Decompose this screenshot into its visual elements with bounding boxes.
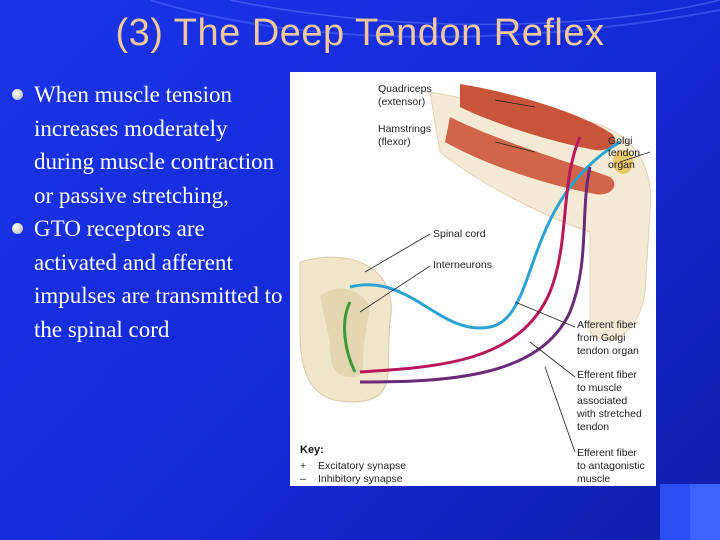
key-excitatory-symbol: + bbox=[300, 460, 306, 472]
svg-text:(flexor): (flexor) bbox=[378, 136, 411, 148]
pointer-lines bbox=[359, 99, 651, 453]
bullet-item: GTO receptors are activated and afferent… bbox=[12, 212, 287, 346]
svg-text:Quadriceps: Quadriceps bbox=[378, 83, 432, 95]
bullet-list: When muscle tension increases moderately… bbox=[12, 78, 287, 346]
bullet-icon bbox=[12, 89, 23, 100]
svg-text:with stretched: with stretched bbox=[576, 408, 642, 420]
svg-text:associated: associated bbox=[577, 395, 627, 407]
bullet-item: When muscle tension increases moderately… bbox=[12, 78, 287, 212]
key-title: Key: bbox=[300, 444, 324, 456]
svg-text:to muscle: to muscle bbox=[577, 382, 622, 394]
svg-text:Efferent fiber: Efferent fiber bbox=[577, 447, 637, 459]
label-afferent: Afferent fiber bbox=[577, 319, 637, 331]
svg-text:+: + bbox=[300, 460, 306, 472]
efferent-fiber-associated bbox=[359, 136, 582, 374]
svg-text:to antagonistic: to antagonistic bbox=[577, 460, 645, 472]
label-efferent-antagonistic: Efferent fiber bbox=[577, 447, 637, 459]
label-quadriceps: Quadriceps bbox=[378, 83, 432, 95]
svg-text:from Golgi: from Golgi bbox=[577, 332, 625, 344]
svg-text:Efferent fiber: Efferent fiber bbox=[577, 369, 637, 381]
svg-text:Golgi: Golgi bbox=[608, 135, 633, 147]
svg-text:tendon: tendon bbox=[577, 421, 609, 433]
efferent-fiber-antagonistic bbox=[359, 166, 592, 384]
hamstrings-muscle bbox=[445, 117, 615, 195]
label-efferent-associated: Efferent fiber bbox=[577, 369, 637, 381]
label-hamstrings: Hamstrings bbox=[378, 123, 431, 135]
reflex-diagram: Quadriceps (extensor) Hamstrings (flexor… bbox=[290, 72, 656, 486]
key-inhibitory-label: Inhibitory synapse bbox=[318, 473, 403, 485]
svg-text:Spinal cord: Spinal cord bbox=[433, 228, 486, 240]
afferent-fiber bbox=[349, 140, 621, 330]
svg-text:Inhibitory synapse: Inhibitory synapse bbox=[318, 473, 403, 485]
bullet-text: When muscle tension increases moderately… bbox=[34, 82, 275, 208]
key-inhibitory-symbol: – bbox=[300, 473, 306, 485]
interneuron bbox=[343, 301, 357, 373]
corner-decoration bbox=[690, 484, 720, 540]
svg-text:Interneurons: Interneurons bbox=[433, 259, 492, 271]
label-spinal-cord: Spinal cord bbox=[433, 228, 486, 240]
svg-text:muscle: muscle bbox=[577, 473, 610, 485]
svg-text:tendon: tendon bbox=[608, 147, 640, 159]
svg-text:(extensor): (extensor) bbox=[378, 96, 425, 108]
svg-text:Hamstrings: Hamstrings bbox=[378, 123, 431, 135]
label-golgi: Golgi bbox=[608, 135, 633, 147]
svg-text:organ: organ bbox=[608, 159, 635, 171]
bullet-icon bbox=[12, 223, 23, 234]
golgi-tendon-organ bbox=[613, 150, 633, 174]
bullet-text: GTO receptors are activated and afferent… bbox=[34, 216, 283, 342]
svg-text:tendon organ: tendon organ bbox=[577, 345, 639, 357]
key-excitatory-label: Excitatory synapse bbox=[318, 460, 406, 472]
label-interneurons: Interneurons bbox=[433, 259, 492, 271]
svg-text:Afferent fiber: Afferent fiber bbox=[577, 319, 637, 331]
svg-text:Key:: Key: bbox=[300, 444, 324, 456]
slide-title: (3) The Deep Tendon Reflex bbox=[115, 12, 605, 54]
svg-text:–: – bbox=[300, 473, 306, 485]
svg-text:Excitatory synapse: Excitatory synapse bbox=[318, 460, 406, 472]
